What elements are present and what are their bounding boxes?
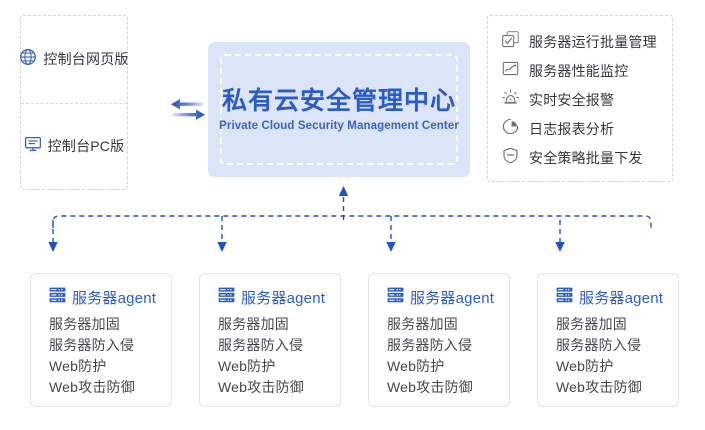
management-center-hub: 私有云安全管理中心 Private Cloud Security Managem… bbox=[208, 42, 470, 177]
agent-feature: 服务器防入侵 bbox=[218, 337, 304, 353]
agent-feature: Web攻击防御 bbox=[387, 379, 473, 395]
feature-item-label: 服务器运行批量管理 bbox=[529, 33, 657, 50]
console-item-pc[interactable]: 控制台PC版 bbox=[21, 102, 127, 190]
console-item-label: 控制台网页版 bbox=[43, 51, 129, 68]
agent-feature: 服务器防入侵 bbox=[387, 337, 473, 353]
arrow-right-icon bbox=[172, 109, 205, 120]
agent-feature: Web攻击防御 bbox=[556, 379, 642, 395]
globe-icon bbox=[19, 48, 37, 71]
feature-panel: 服务器运行批量管理 服务器性能监控 实时安全报警 bbox=[487, 15, 673, 182]
agent-feature: Web防护 bbox=[556, 358, 614, 374]
feature-item-label: 安全策略批量下发 bbox=[529, 149, 643, 166]
trend-chart-icon bbox=[501, 59, 520, 83]
agent-feature: 服务器加固 bbox=[556, 316, 627, 332]
agent-card-header: 服务器agent bbox=[387, 287, 509, 308]
agent-feature: Web防护 bbox=[218, 358, 276, 374]
agent-feature: 服务器加固 bbox=[49, 316, 120, 332]
agent-card[interactable]: 服务器agent 服务器加固 服务器防入侵 Web防护 Web攻击防御 bbox=[537, 273, 679, 407]
server-rack-icon bbox=[556, 287, 573, 308]
agent-card-header: 服务器agent bbox=[556, 287, 678, 308]
shield-icon bbox=[501, 146, 520, 170]
arrow-head-down-4 bbox=[555, 242, 565, 252]
agent-card-title: 服务器agent bbox=[410, 290, 495, 307]
agent-card-header: 服务器agent bbox=[218, 287, 340, 308]
connector-lines bbox=[0, 176, 705, 276]
agent-card-title: 服务器agent bbox=[579, 290, 664, 307]
hub-inner-frame: 私有云安全管理中心 Private Cloud Security Managem… bbox=[219, 54, 459, 165]
checkbox-stack-icon bbox=[501, 30, 520, 54]
server-rack-icon bbox=[49, 287, 66, 308]
console-item-web[interactable]: 控制台网页版 bbox=[19, 16, 129, 103]
console-panel: 控制台网页版 控制台PC版 bbox=[20, 15, 128, 190]
arrow-left-icon bbox=[171, 99, 204, 110]
bidirectional-arrow-icon bbox=[170, 93, 206, 127]
alarm-light-icon bbox=[501, 88, 520, 112]
monitor-icon bbox=[24, 135, 42, 158]
agent-feature: 服务器加固 bbox=[218, 316, 289, 332]
agent-card-title: 服务器agent bbox=[72, 290, 157, 307]
feature-item-label: 实时安全报警 bbox=[529, 91, 615, 108]
agent-card[interactable]: 服务器agent 服务器加固 服务器防入侵 Web防护 Web攻击防御 bbox=[199, 273, 341, 407]
server-rack-icon bbox=[387, 287, 404, 308]
agent-feature: 服务器加固 bbox=[387, 316, 458, 332]
agent-card-header: 服务器agent bbox=[49, 287, 171, 308]
arrow-head-down-3 bbox=[386, 242, 396, 252]
agent-feature: 服务器防入侵 bbox=[556, 337, 642, 353]
agent-card[interactable]: 服务器agent 服务器加固 服务器防入侵 Web防护 Web攻击防御 bbox=[30, 273, 172, 407]
connector-bus bbox=[52, 215, 652, 228]
feature-item-batch-management[interactable]: 服务器运行批量管理 bbox=[501, 27, 672, 56]
feature-item-security-policy[interactable]: 安全策略批量下发 bbox=[501, 143, 672, 172]
agent-feature: Web攻击防御 bbox=[218, 379, 304, 395]
agent-card[interactable]: 服务器agent 服务器加固 服务器防入侵 Web防护 Web攻击防御 bbox=[368, 273, 510, 407]
agent-feature: Web攻击防御 bbox=[49, 379, 135, 395]
agent-card-title: 服务器agent bbox=[241, 290, 326, 307]
feature-item-label: 服务器性能监控 bbox=[529, 62, 629, 79]
agent-feature: Web防护 bbox=[49, 358, 107, 374]
hub-title-english: Private Cloud Security Management Center bbox=[219, 120, 459, 133]
agent-feature: 服务器防入侵 bbox=[49, 337, 135, 353]
hub-title-chinese: 私有云安全管理中心 bbox=[222, 86, 457, 115]
feature-item-performance-monitor[interactable]: 服务器性能监控 bbox=[501, 56, 672, 85]
agent-feature: Web防护 bbox=[387, 358, 445, 374]
feature-item-label: 日志报表分析 bbox=[529, 120, 615, 137]
agent-card-row: 服务器agent 服务器加固 服务器防入侵 Web防护 Web攻击防御 bbox=[0, 273, 705, 407]
arrow-head-down-2 bbox=[217, 242, 227, 252]
pie-chart-icon bbox=[501, 117, 520, 141]
arrow-head-down-1 bbox=[48, 242, 58, 252]
arrow-head-up bbox=[338, 186, 349, 196]
feature-item-log-report[interactable]: 日志报表分析 bbox=[501, 114, 672, 143]
feature-item-realtime-alarm[interactable]: 实时安全报警 bbox=[501, 85, 672, 114]
console-item-label: 控制台PC版 bbox=[47, 138, 125, 155]
server-rack-icon bbox=[218, 287, 235, 308]
